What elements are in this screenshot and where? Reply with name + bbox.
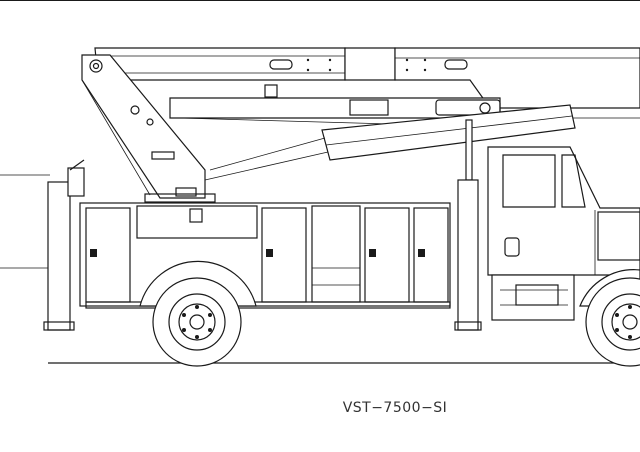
cab-step — [491, 274, 575, 321]
door-handle-icon — [90, 249, 97, 257]
mid-outrigger — [454, 119, 482, 331]
truck-cab — [487, 146, 640, 321]
top-compartment — [136, 205, 258, 239]
door-handle-icon — [418, 249, 425, 257]
front-wheel — [579, 269, 640, 367]
lift-cylinder — [204, 104, 576, 181]
top-border-line — [0, 0, 640, 1]
door-handle-icon — [369, 249, 376, 257]
rear-wheel — [139, 260, 257, 367]
utility-body — [79, 202, 451, 309]
lower-boom — [169, 84, 640, 127]
top-handle-icon — [189, 208, 203, 223]
door-handle-icon — [266, 249, 273, 257]
model-label: VST−7500−SI — [342, 400, 448, 416]
left-outrigger — [43, 159, 85, 331]
boom-pivot-arm — [81, 54, 216, 203]
